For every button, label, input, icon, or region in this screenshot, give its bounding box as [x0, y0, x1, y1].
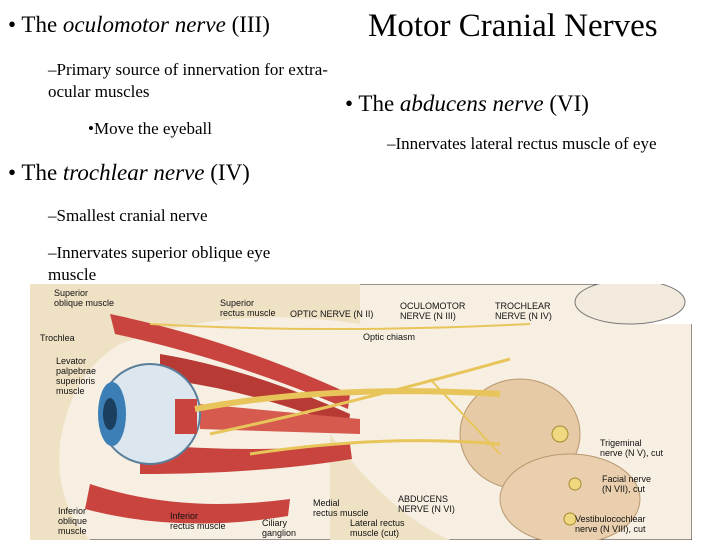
skull-base — [330, 434, 450, 540]
nerve-name: abducens nerve — [399, 91, 544, 116]
nerve-numeral: (VI) — [543, 91, 589, 116]
trochlear-nerve — [149, 323, 531, 330]
oculomotor-sub: –Primary source of innervation for extra… — [48, 60, 328, 101]
optic-nerve — [194, 388, 501, 412]
label-optic-nerve: OPTIC NERVE (N II) — [290, 309, 373, 319]
bullet-mark: • — [8, 12, 17, 37]
nerve-numeral: (III) — [225, 12, 270, 37]
vestibulocochlear-stump — [563, 512, 577, 526]
bullet-mark: • — [345, 91, 354, 116]
oculomotor-nerve — [209, 357, 511, 436]
bullet-oculomotor: • The oculomotor nerve (III) — [8, 12, 270, 38]
nerve-numeral: (IV) — [204, 160, 250, 185]
nerve-name: trochlear nerve — [62, 160, 205, 185]
medial-rectus-insertion — [175, 399, 197, 434]
inferior-rectus-muscle — [140, 444, 352, 474]
oculomotor-subsub: •Move the eyeball — [88, 119, 212, 138]
skull-bone — [30, 284, 360, 540]
bullet-prefix: The — [21, 12, 63, 37]
bullet-prefix: The — [358, 91, 400, 116]
inferior-oblique-muscle — [85, 484, 290, 524]
nerve-branch — [429, 378, 501, 455]
abducens-sub: –Innervates lateral rectus muscle of eye — [387, 134, 657, 153]
midbrain-inset — [574, 284, 686, 325]
abducens-nerve — [249, 439, 501, 456]
facial-stump — [568, 477, 582, 491]
label-facial: Facial nerve(N VII), cut — [602, 474, 651, 494]
superior-rectus-muscle — [160, 354, 350, 429]
pupil — [103, 398, 117, 430]
slide-title: Motor Cranial Nerves — [368, 8, 658, 44]
trigeminal-stump — [551, 425, 569, 443]
label-optic-chiasm: Optic chiasm — [363, 332, 415, 342]
cerebellum — [499, 453, 641, 540]
bullet-mark: • — [8, 160, 17, 185]
bullet-abducens: • The abducens nerve (VI) — [345, 91, 589, 117]
bullet-prefix: The — [21, 160, 63, 185]
bullet-trochlear: • The trochlear nerve (IV) — [8, 160, 250, 186]
label-trochlea: Trochlea — [40, 333, 75, 343]
superior-oblique-muscle — [110, 314, 350, 409]
trochlear-sub-2: –Innervates superior oblique eye muscle — [48, 243, 271, 284]
trochlear-sub-1: –Smallest cranial nerve — [48, 206, 208, 225]
nerve-name: oculomotor nerve — [62, 12, 226, 37]
